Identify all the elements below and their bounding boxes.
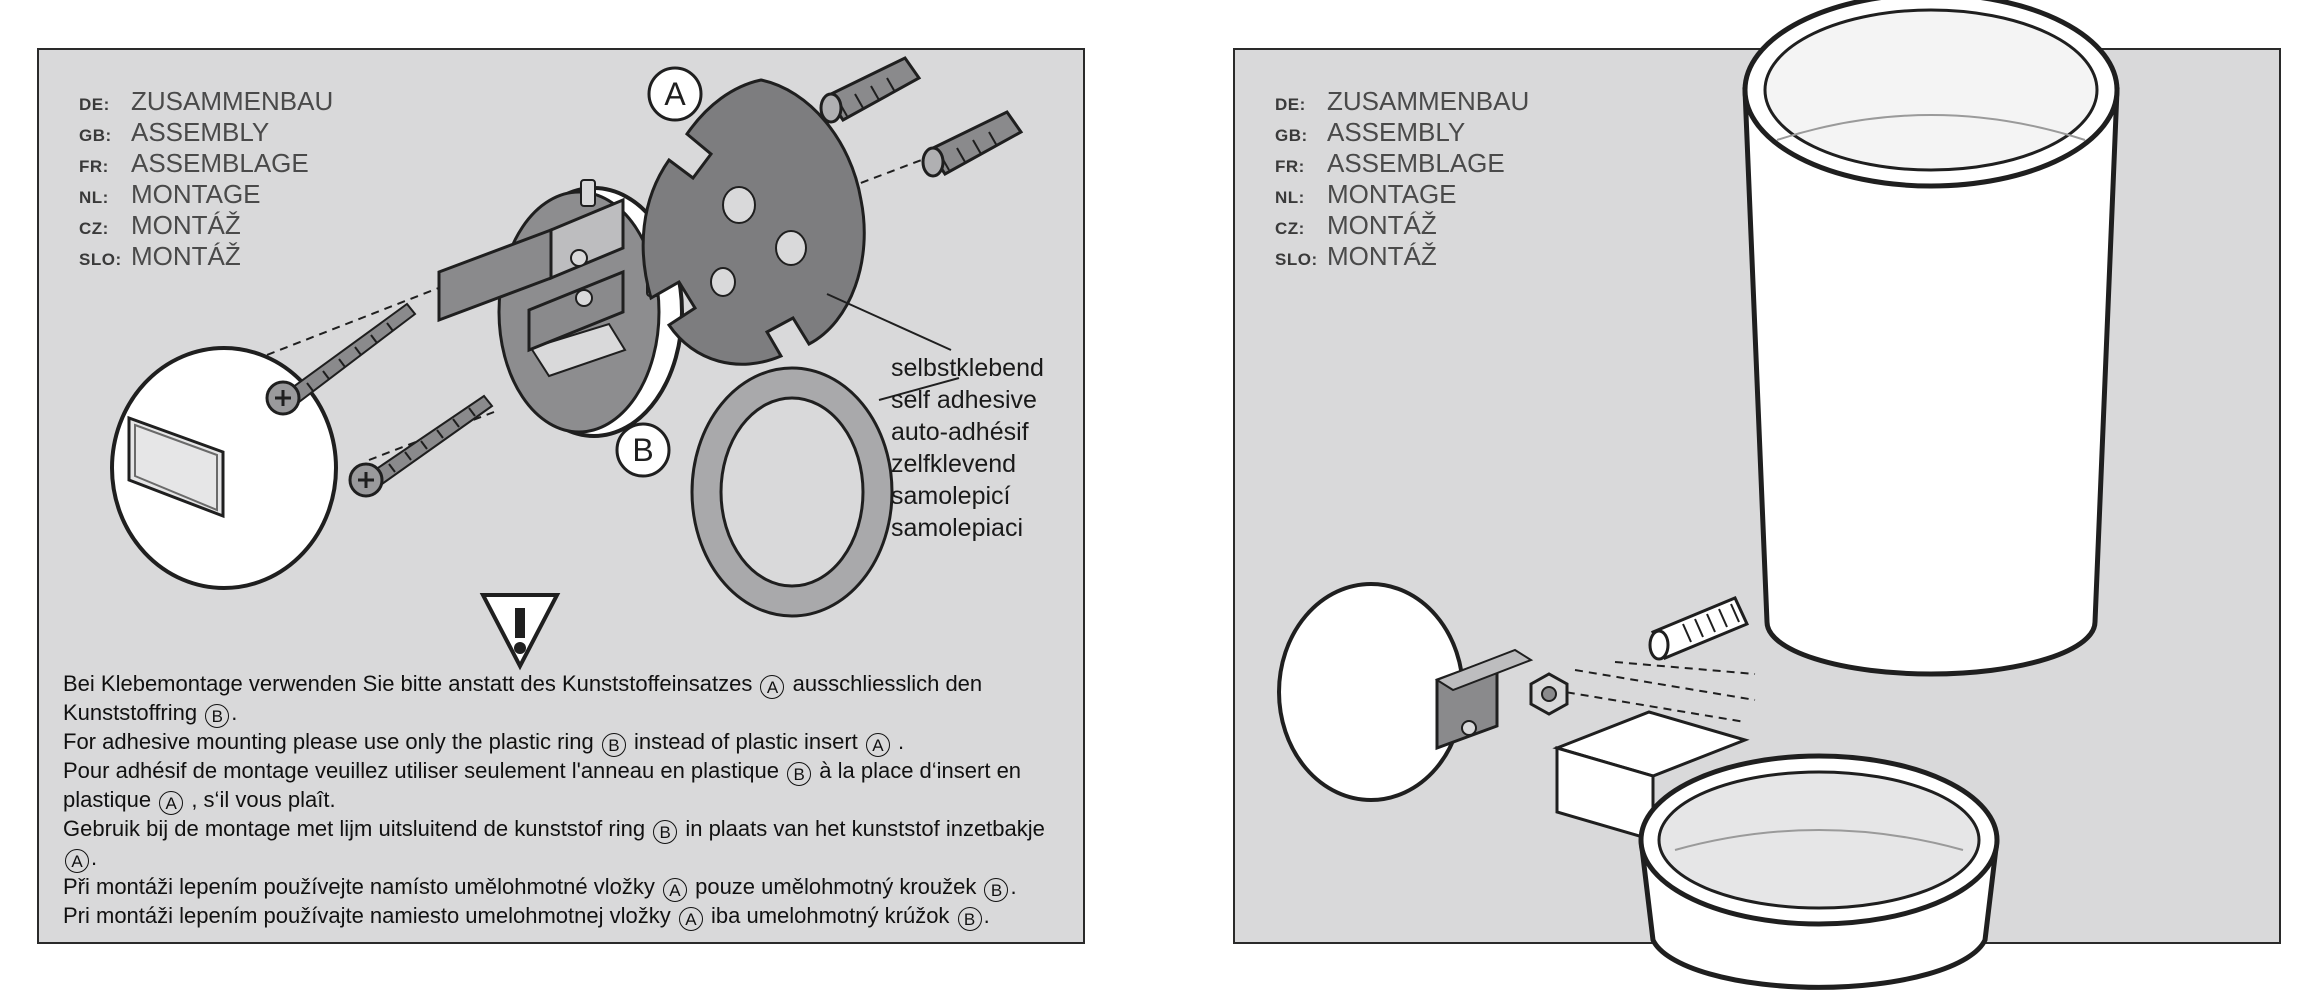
lang-row-de: DE:ZUSAMMENBAU <box>79 86 334 116</box>
assembly-panel-right: DE:ZUSAMMENBAU GB:ASSEMBLY FR:ASSEMBLAGE… <box>1233 0 2281 990</box>
warning-triangle-icon <box>479 593 561 671</box>
holder-arm <box>1552 710 1750 842</box>
screw-icon <box>265 302 417 416</box>
language-heading-list: DE:ZUSAMMENBAU GB:ASSEMBLY FR:ASSEMBLAGE… <box>79 86 333 272</box>
screw-icon <box>348 394 494 498</box>
adhesive-ring-b <box>690 366 894 618</box>
lang-row-nl: NL:MONTAGE <box>79 179 261 209</box>
lang-row-cz: CZ:MONTÁŽ <box>1275 210 1437 240</box>
instruction-de: Bei Klebemontage verwenden Sie bitte ans… <box>63 671 983 728</box>
assembly-axis-lines <box>1552 661 1756 723</box>
lang-row-gb: GB:ASSEMBLY <box>1275 117 1466 147</box>
svg-text:A: A <box>664 76 686 112</box>
hex-nut-icon <box>1529 672 1569 716</box>
threaded-pin-icon <box>1648 596 1750 661</box>
callout-b: B <box>615 422 671 478</box>
adhesive-mounting-instructions: Bei Klebemontage verwenden Sie bitte ans… <box>63 670 1073 931</box>
lang-row-fr: FR:ASSEMBLAGE <box>1275 148 1505 178</box>
exploded-assembly-drawing: A B <box>110 56 1024 671</box>
insert-leader-line <box>826 293 952 351</box>
lang-row-nl: NL:MONTAGE <box>1275 179 1457 209</box>
lang-row-de: DE:ZUSAMMENBAU <box>1275 86 1530 116</box>
lang-row-slo: SLO:MONTÁŽ <box>79 241 241 271</box>
lang-row-gb: GB:ASSEMBLY <box>79 117 270 147</box>
tumbler-holder-drawing <box>1277 0 2120 990</box>
instruction-cz: Při montáži lepením používejte namísto u… <box>63 874 1017 902</box>
wall-mount-rosette <box>1277 582 1534 802</box>
lang-row-slo: SLO:MONTÁŽ <box>1275 241 1437 271</box>
ring-leader-line <box>878 377 960 401</box>
self-adhesive-label-list: selbstklebend self adhesive auto-adhésif… <box>891 354 1044 542</box>
callout-a: A <box>647 66 703 122</box>
tumbler-glass <box>1742 0 2120 677</box>
assembly-panel-left: DE:ZUSAMMENBAU GB:ASSEMBLY FR:ASSEMBLAGE… <box>37 48 1085 944</box>
plastic-insert-a <box>641 78 866 366</box>
wall-plug-icon <box>921 110 1024 178</box>
language-heading-list: DE:ZUSAMMENBAU GB:ASSEMBLY FR:ASSEMBLAGE… <box>1275 86 1529 272</box>
instruction-slo: Pri montáži lepením používajte namiesto … <box>63 903 990 931</box>
wall-mount-rosette <box>437 179 684 438</box>
instruction-fr: Pour adhésif de montage veuillez utilise… <box>63 758 1022 815</box>
holder-ring <box>1638 753 2000 990</box>
instruction-nl: Gebruik bij de montage met lijm uitsluit… <box>63 816 1045 873</box>
svg-text:B: B <box>632 432 653 468</box>
instruction-gb: For adhesive mounting please use only th… <box>63 729 905 757</box>
wall-plug-icon <box>819 56 922 124</box>
lang-row-cz: CZ:MONTÁŽ <box>79 210 241 240</box>
lang-row-fr: FR:ASSEMBLAGE <box>79 148 309 178</box>
